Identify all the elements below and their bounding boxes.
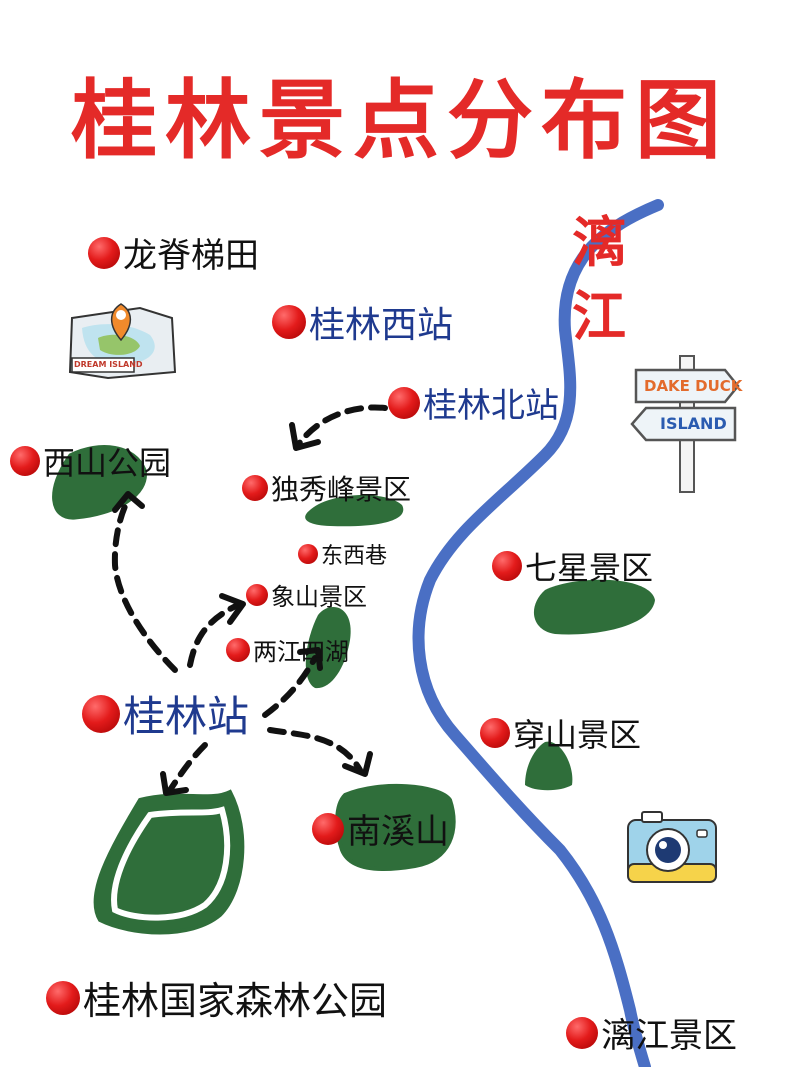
route-station-to-xishan xyxy=(111,497,178,673)
location-marker-icon xyxy=(88,236,120,269)
place-chuanshan[interactable]: 穿山景区 xyxy=(480,710,641,756)
place-duxiufeng[interactable]: 独秀峰景区 xyxy=(242,468,411,508)
place-label: 七星景区 xyxy=(525,549,654,587)
duxiufeng-area xyxy=(305,494,404,527)
map-sticker-text: DREAM ISLAND xyxy=(74,360,143,369)
place-guilin-west[interactable]: 桂林西站 xyxy=(272,296,453,348)
place-liangjiang[interactable]: 两江四湖 xyxy=(226,632,349,667)
route-station-to-nanxishan xyxy=(267,727,363,773)
location-marker-icon xyxy=(242,475,268,501)
place-xiangshan[interactable]: 象山景区 xyxy=(246,577,367,612)
location-marker-icon xyxy=(82,694,120,733)
forest-park-inner-outline xyxy=(111,806,231,921)
place-label: 穿山景区 xyxy=(513,716,642,754)
place-lijiang-scenic[interactable]: 漓江景区 xyxy=(566,1008,737,1057)
route-station-to-xiangshan xyxy=(187,601,243,668)
arrowhead-nanxishan xyxy=(342,751,373,777)
location-marker-icon xyxy=(226,637,250,662)
place-label: 独秀峰景区 xyxy=(271,473,412,506)
river-name-jiang: 江 xyxy=(572,285,626,348)
place-label: 两江四湖 xyxy=(253,638,349,666)
arrowhead-liangjiang xyxy=(297,647,323,671)
page-title: 桂林景点分布图 xyxy=(71,71,729,171)
li-river xyxy=(412,199,664,1067)
chuanshan-area xyxy=(525,741,573,791)
route-station-to-liangjiang xyxy=(262,655,318,718)
qixing-area xyxy=(533,579,655,635)
place-label: 桂林北站 xyxy=(423,386,559,426)
place-dongxixiang[interactable]: 东西巷 xyxy=(298,538,387,570)
forest-park-area xyxy=(93,789,245,935)
location-marker-icon xyxy=(492,551,522,581)
location-marker-icon xyxy=(480,718,510,748)
arrowhead-forest xyxy=(160,771,189,796)
map-pin-icon xyxy=(110,303,132,342)
arrowhead-duxiu xyxy=(289,422,321,451)
place-qixing[interactable]: 七星景区 xyxy=(492,543,653,589)
place-longji[interactable]: 龙脊梯田 xyxy=(88,228,259,277)
river-name-li: 漓 xyxy=(572,211,626,274)
location-marker-icon xyxy=(298,544,318,564)
sign-bottom-text: ISLAND xyxy=(660,414,727,433)
signpost-sticker xyxy=(630,355,740,493)
place-label: 桂林国家森林公园 xyxy=(83,979,388,1023)
location-marker-icon xyxy=(272,305,306,339)
place-label: 桂林站 xyxy=(123,692,250,741)
place-nanxishan[interactable]: 南溪山 xyxy=(312,804,449,853)
location-marker-icon xyxy=(10,446,40,476)
place-guilin-station[interactable]: 桂林站 xyxy=(82,683,249,744)
location-marker-icon xyxy=(46,980,80,1015)
arrowhead-xishan xyxy=(112,491,145,513)
location-marker-icon xyxy=(388,386,420,419)
arrowhead-xiangshan xyxy=(219,593,246,625)
treasure-map-sticker xyxy=(68,303,177,380)
route-station-to-forest xyxy=(167,742,208,793)
location-marker-icon xyxy=(566,1016,598,1049)
place-forest-park[interactable]: 桂林国家森林公园 xyxy=(46,970,387,1025)
nanxishan-area xyxy=(335,784,456,871)
location-marker-icon xyxy=(312,812,344,845)
sign-top-text: DAKE DUCK xyxy=(644,377,743,395)
route-north-to-duxiu xyxy=(295,404,388,448)
place-label: 东西巷 xyxy=(321,544,388,569)
place-label: 龙脊梯田 xyxy=(123,236,259,276)
place-label: 象山景区 xyxy=(271,583,367,611)
location-marker-icon xyxy=(246,583,268,606)
place-label: 西山公园 xyxy=(43,444,172,482)
place-label: 漓江景区 xyxy=(601,1016,737,1056)
place-xishan[interactable]: 西山公园 xyxy=(10,438,171,484)
camera-icon xyxy=(627,811,717,883)
place-label: 南溪山 xyxy=(347,812,449,852)
place-label: 桂林西站 xyxy=(309,305,454,346)
place-guilin-north[interactable]: 桂林北站 xyxy=(388,378,559,427)
